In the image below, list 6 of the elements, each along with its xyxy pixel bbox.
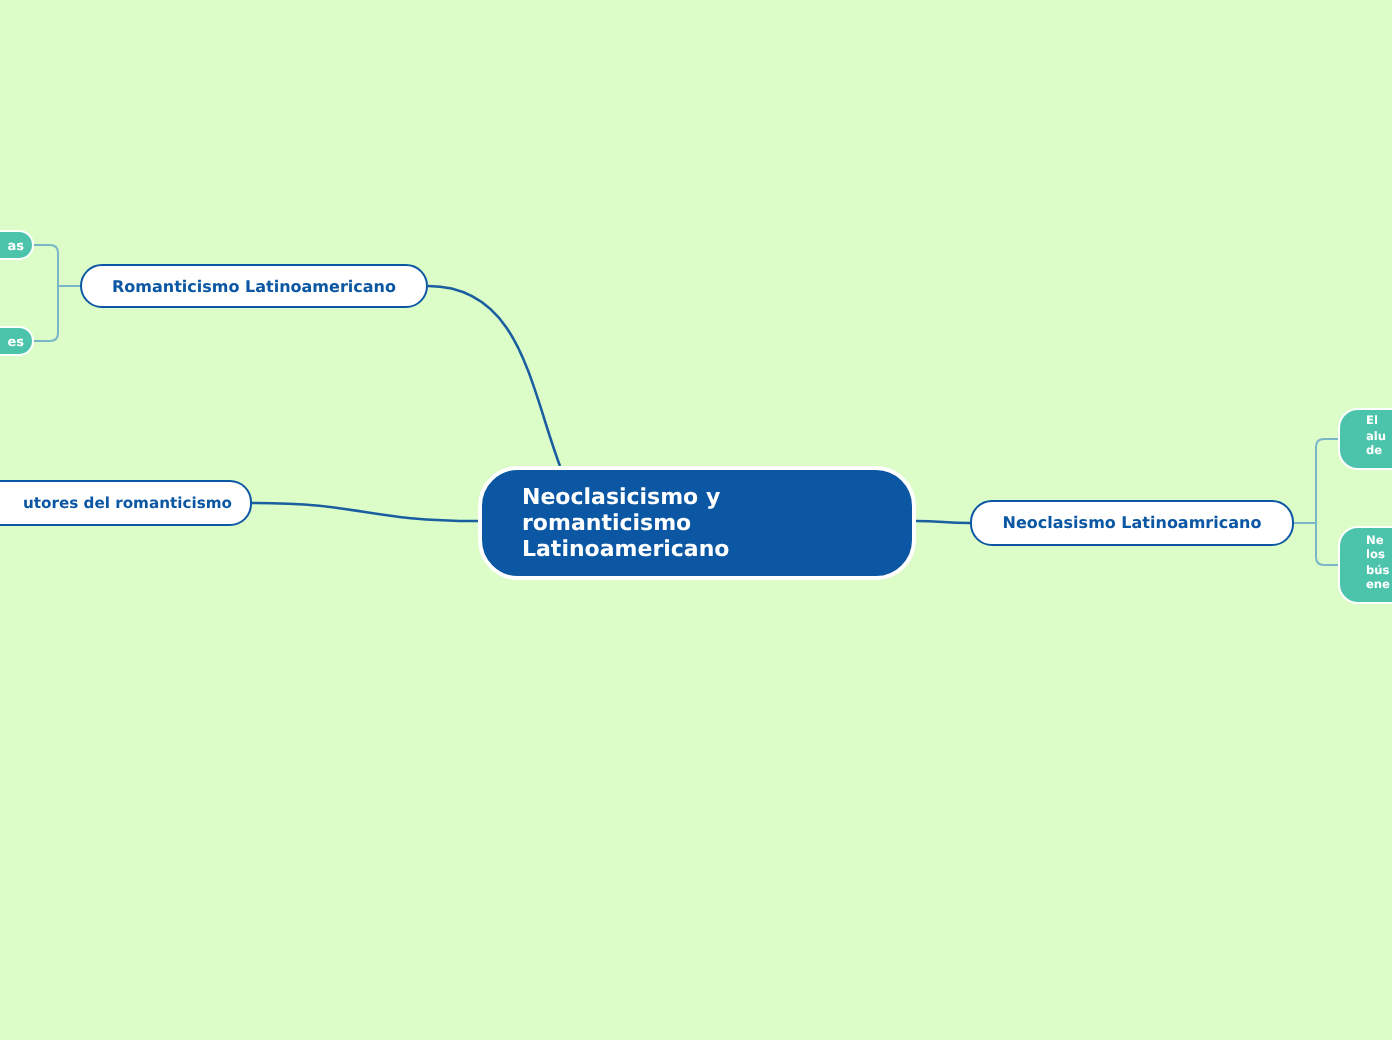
connector-line xyxy=(916,519,970,525)
topic-box: Neoclasismo Latinoamricano xyxy=(970,500,1294,546)
topic-box: Romanticismo Latinoamericano xyxy=(80,264,428,308)
connector-line xyxy=(427,284,562,467)
connector-line xyxy=(252,501,478,523)
central-topic: Neoclasicismo y romanticismo Latinoamericano xyxy=(478,466,916,580)
